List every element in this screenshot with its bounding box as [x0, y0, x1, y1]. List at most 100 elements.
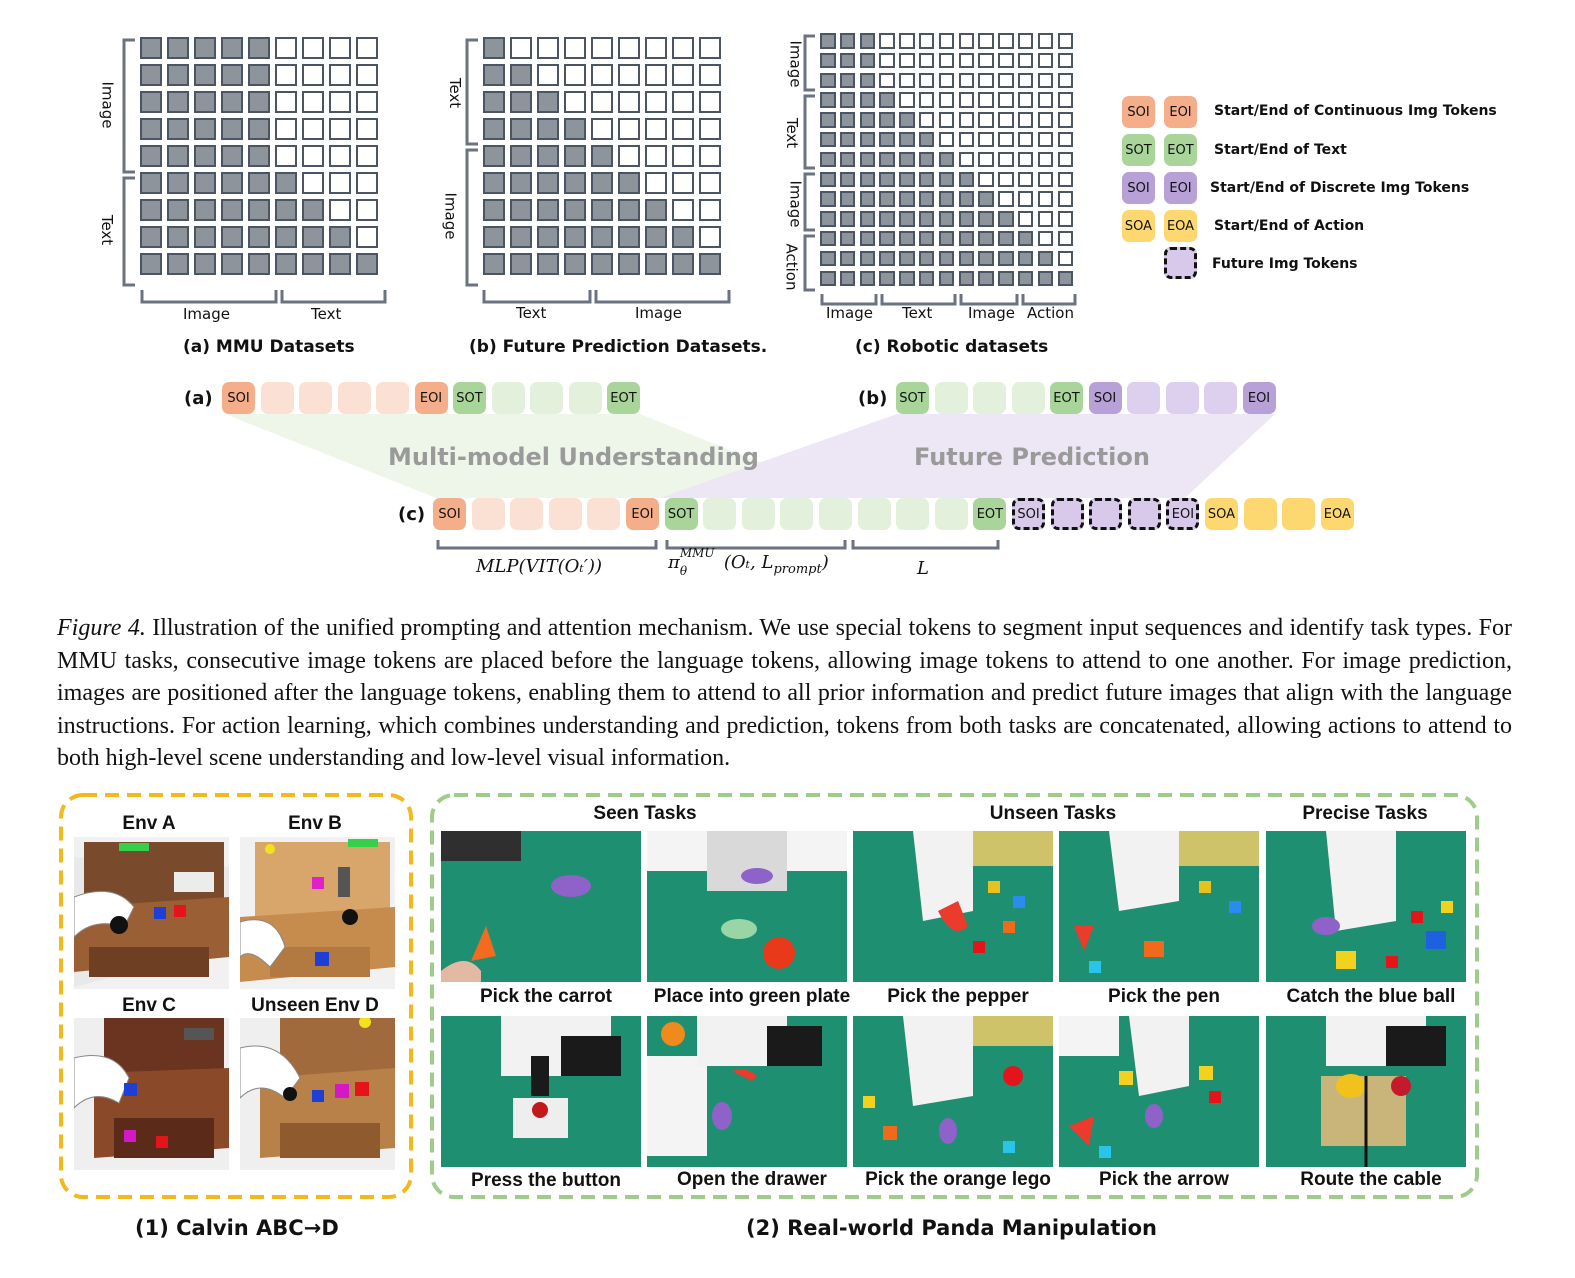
attention-cell — [978, 33, 994, 49]
attention-cell — [564, 91, 586, 113]
attention-cell — [248, 199, 270, 221]
attention-cell — [879, 270, 895, 287]
attention-cell — [356, 172, 378, 194]
attention-cell — [167, 172, 189, 194]
matrix-b-bottom-label-image: Image — [635, 304, 682, 322]
attention-cell — [1037, 72, 1054, 89]
attention-cell — [998, 270, 1014, 287]
attention-cell — [899, 72, 915, 89]
attention-cell — [859, 33, 876, 49]
attention-cell — [879, 211, 895, 227]
attention-cell — [302, 91, 324, 113]
attention-cell — [879, 230, 895, 247]
attention-cell — [1017, 211, 1034, 227]
attention-cell — [1057, 250, 1074, 267]
legend-eot: EOT — [1164, 134, 1197, 166]
attention-cell — [302, 253, 324, 275]
token-eoi: EOI — [626, 498, 659, 530]
attention-cell — [672, 118, 694, 140]
attention-cell — [194, 118, 216, 140]
precise-tasks-header: Precise Tasks — [1302, 803, 1428, 824]
calvin-caption: (1) Calvin ABC→D — [135, 1216, 339, 1240]
attention-cell — [1037, 211, 1054, 227]
attention-cell — [699, 145, 721, 167]
token-sot: SOT — [664, 498, 698, 530]
attention-cell — [1017, 72, 1034, 89]
token-image — [1165, 382, 1199, 414]
attention-cell — [938, 191, 955, 207]
token-image — [376, 382, 409, 414]
attention-cell — [918, 72, 935, 89]
formula-policy-args-sub: prompt — [773, 562, 822, 577]
attention-cell — [645, 226, 667, 248]
attention-cell — [618, 253, 640, 275]
attention-cell — [510, 172, 532, 194]
matrix-a-bottom-label-text: Text — [311, 305, 342, 323]
attention-cell — [591, 64, 613, 86]
attention-cell — [537, 37, 559, 59]
attention-cell — [958, 33, 975, 49]
attention-cell — [978, 92, 994, 108]
attention-cell — [699, 199, 721, 221]
future-prediction-title: Future Prediction — [914, 443, 1150, 471]
attention-cell — [859, 112, 876, 128]
token-soi: SOI — [433, 498, 466, 530]
attention-cell — [329, 37, 351, 59]
attention-cell — [978, 211, 994, 227]
pick-the-orange-lego-image — [853, 1016, 1053, 1167]
task-press-the-button: Press the button — [471, 1170, 621, 1191]
attention-cell — [1037, 112, 1054, 128]
attention-cell — [918, 211, 935, 227]
token-text — [491, 382, 525, 414]
attention-cell — [958, 131, 975, 148]
attention-cell — [221, 91, 243, 113]
attention-cell — [899, 151, 915, 168]
attention-cell — [564, 253, 586, 275]
legend-eoa: EOA — [1164, 210, 1197, 242]
attention-cell — [1037, 230, 1054, 247]
sequence-b-label: (b) — [858, 388, 888, 409]
attention-cell — [510, 37, 532, 59]
attention-cell — [194, 253, 216, 275]
attention-cell — [167, 91, 189, 113]
token-eoi: EOI — [414, 382, 448, 414]
attention-cell — [1017, 230, 1034, 247]
attention-cell — [958, 230, 975, 247]
attention-cell — [618, 199, 640, 221]
attention-cell — [820, 92, 836, 108]
attention-cell — [998, 211, 1014, 227]
attention-cell — [699, 226, 721, 248]
attention-cell — [820, 151, 836, 168]
attention-cell — [938, 112, 955, 128]
task-route-the-cable: Route the cable — [1300, 1169, 1442, 1190]
attention-cell — [537, 253, 559, 275]
attention-cell — [879, 72, 895, 89]
attention-cell — [958, 151, 975, 168]
matrix-brackets — [122, 34, 1077, 306]
attention-cell — [879, 131, 895, 148]
attention-cell — [194, 64, 216, 86]
attention-cell — [998, 171, 1014, 188]
attention-cell — [1017, 52, 1034, 69]
attention-cell — [483, 91, 505, 113]
attention-cell — [998, 230, 1014, 247]
attention-cell — [645, 199, 667, 221]
attention-cell — [537, 118, 559, 140]
attention-cell — [248, 118, 270, 140]
attention-cell — [645, 64, 667, 86]
attention-cell — [1037, 270, 1054, 287]
attention-cell — [1057, 171, 1074, 188]
attention-cell — [564, 199, 586, 221]
token-image — [1127, 382, 1160, 414]
attention-cell — [618, 64, 640, 86]
attention-cell — [591, 145, 613, 167]
attention-cell — [510, 118, 532, 140]
attention-cell — [140, 172, 162, 194]
attention-cell — [699, 37, 721, 59]
attention-cell — [140, 253, 162, 275]
legend-soi-continuous: SOI — [1122, 96, 1155, 128]
attention-cell — [1037, 250, 1054, 267]
token-sot: SOT — [896, 382, 929, 414]
pick-the-pepper-image — [853, 831, 1053, 982]
attention-cell — [591, 253, 613, 275]
